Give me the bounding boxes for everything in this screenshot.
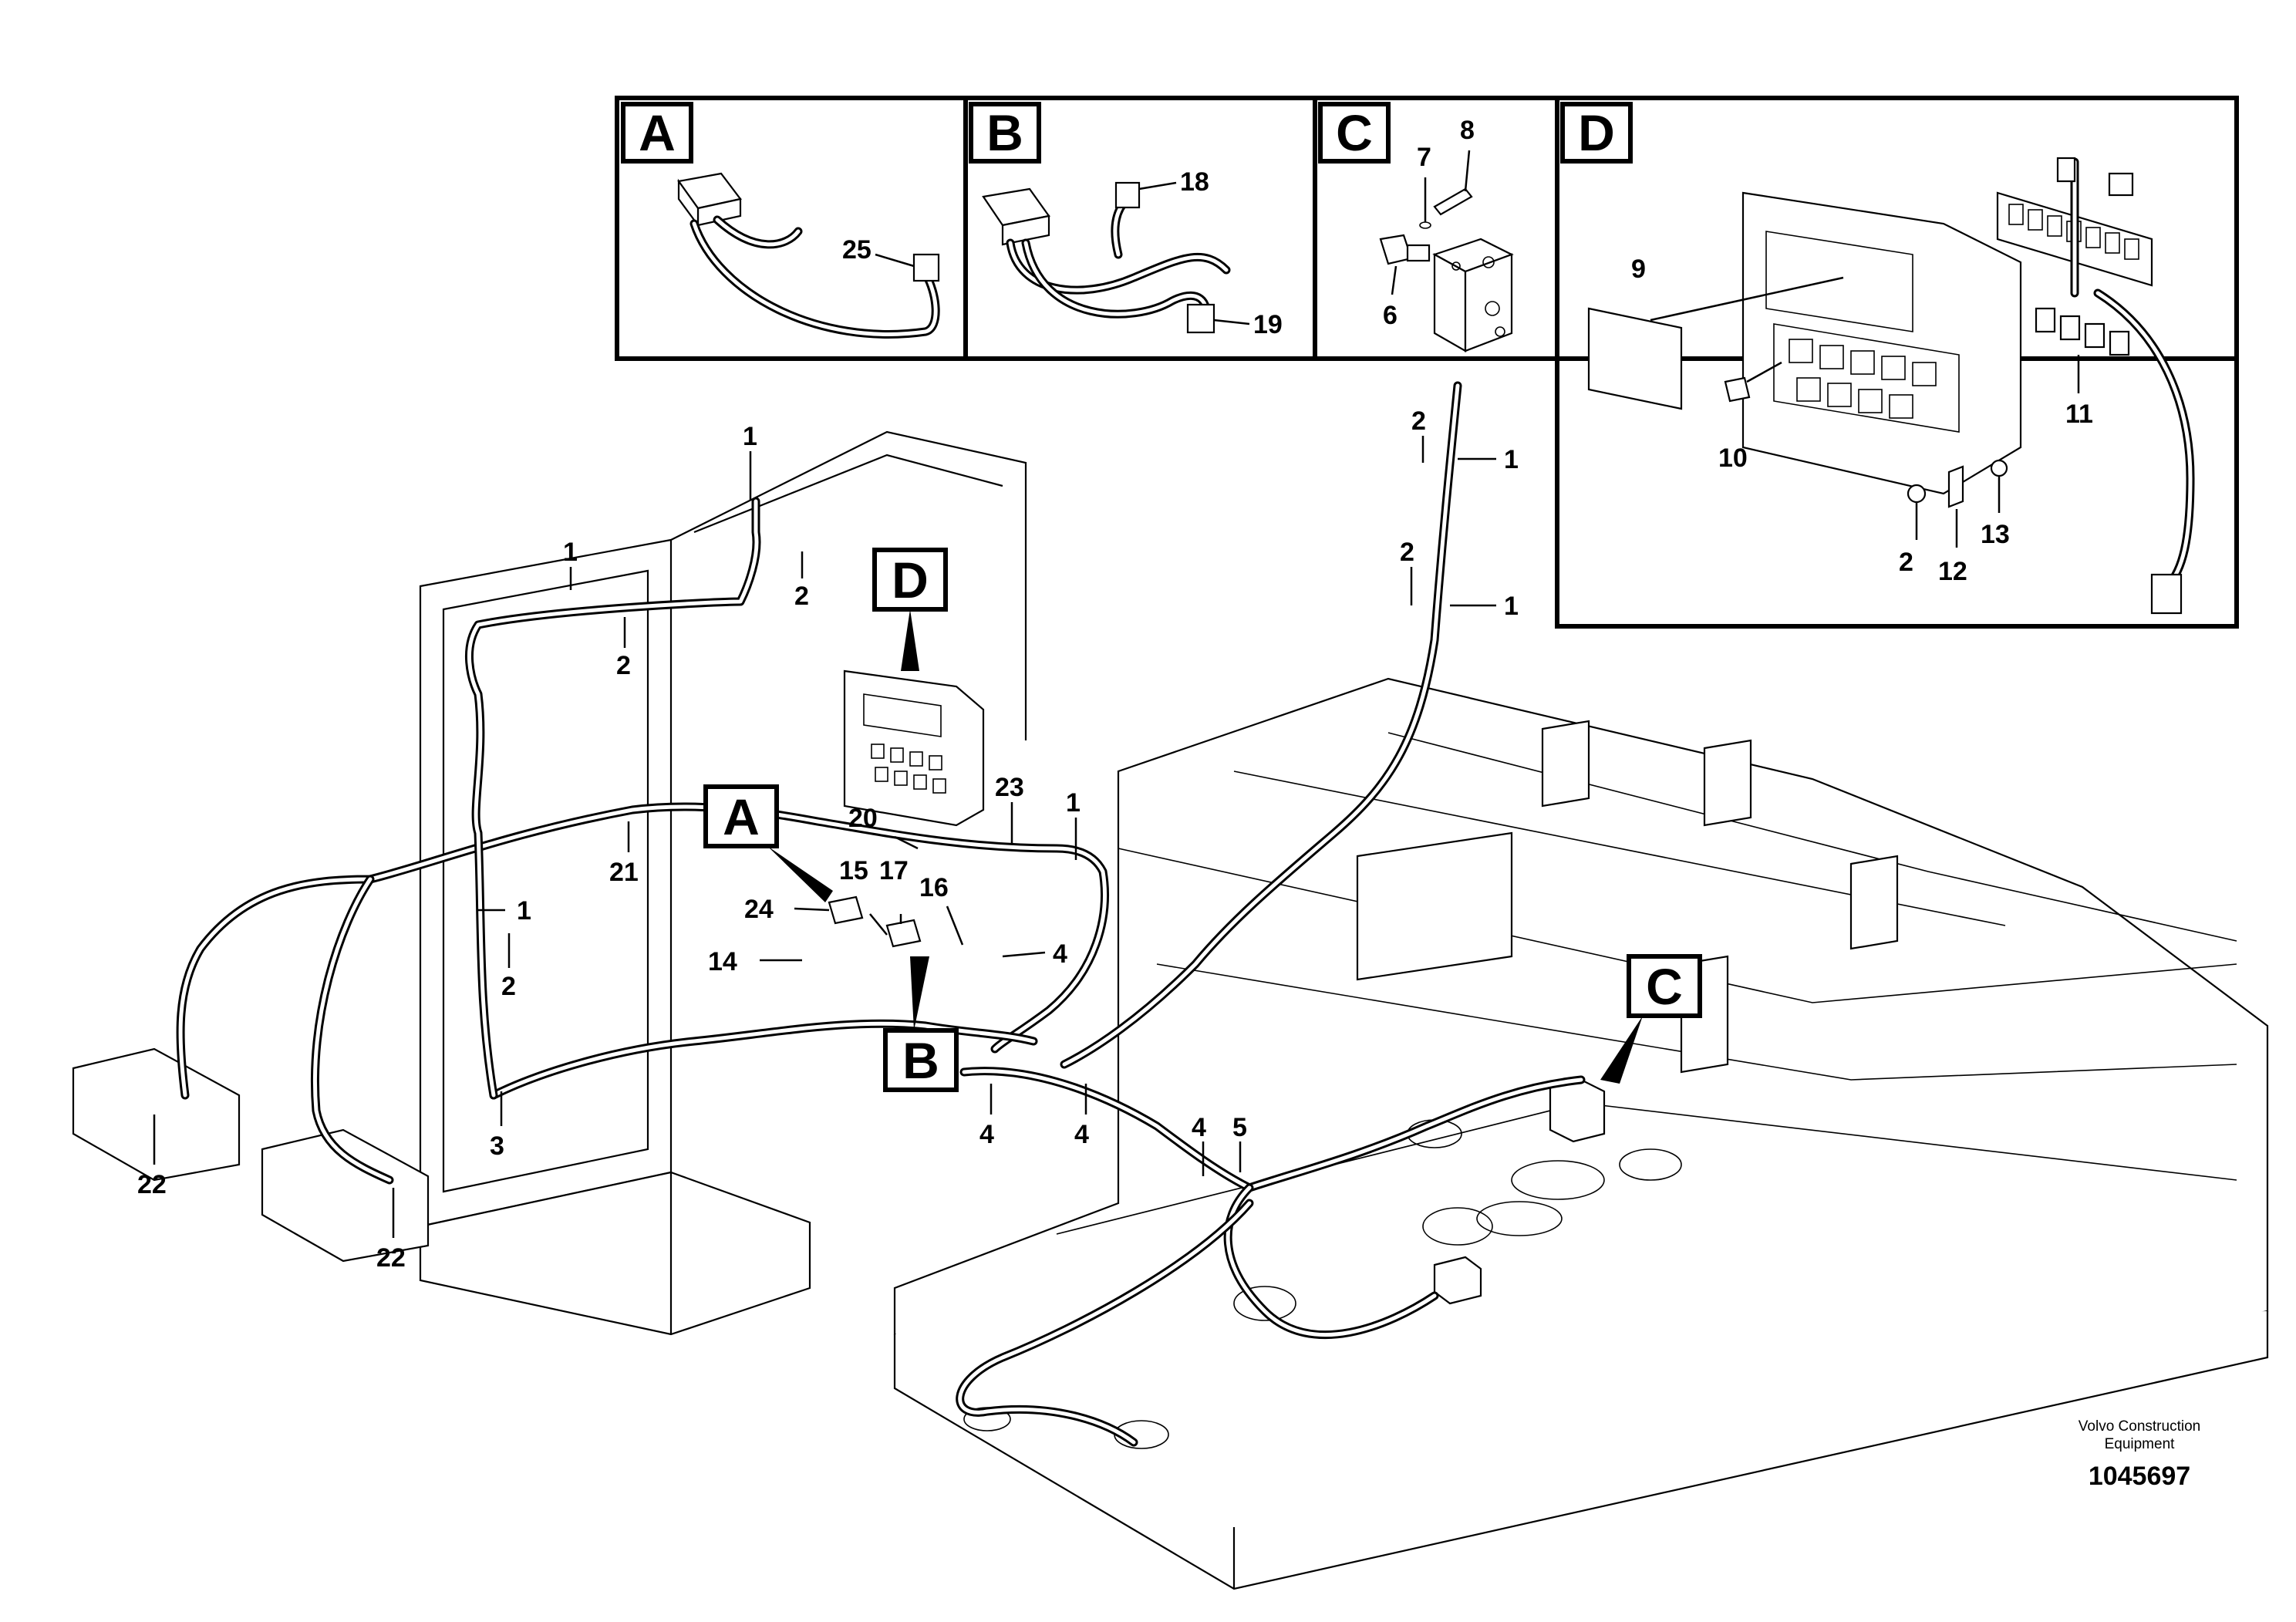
- detail-d-callout-12: 12: [1938, 557, 1967, 586]
- callout-17: 17: [879, 856, 909, 885]
- callout-1-cab: 1: [563, 538, 578, 567]
- callout-5: 5: [1232, 1113, 1247, 1142]
- callout-2-right-top: 2: [1411, 406, 1426, 436]
- detail-d-callout-9: 9: [1631, 255, 1646, 284]
- callout-14: 14: [708, 947, 737, 976]
- detail-c-letter: C: [1336, 104, 1373, 161]
- callout-1-side: 1: [517, 896, 531, 926]
- main-tag-a: A: [723, 788, 760, 845]
- detail-c-callout-6: 6: [1383, 301, 1397, 330]
- callout-4-left: 4: [979, 1120, 994, 1149]
- detail-a: A 25: [621, 102, 940, 339]
- callout-21: 21: [609, 858, 639, 887]
- drawing-footer: Volvo Construction Equipment 1045697: [2079, 1418, 2200, 1491]
- callout-1-mid: 1: [1066, 788, 1081, 818]
- callout-24: 24: [744, 895, 774, 924]
- callout-20: 20: [848, 804, 878, 833]
- callout-22-left: 22: [137, 1170, 167, 1199]
- detail-d-callout-2: 2: [1899, 548, 1913, 577]
- callout-1-right-top: 1: [1504, 445, 1519, 474]
- brand-line-2: Equipment: [2105, 1436, 2176, 1452]
- machine-frame: [72, 430, 2269, 1590]
- callout-4-mid: 4: [1074, 1120, 1089, 1149]
- detail-panels: [615, 96, 2239, 629]
- callout-4-right: 4: [1192, 1113, 1206, 1142]
- callout-1-top: 1: [743, 422, 757, 451]
- callout-15: 15: [839, 856, 868, 885]
- callout-2-upper: 2: [794, 582, 809, 611]
- callout-1-right-mid: 1: [1504, 592, 1519, 621]
- detail-d: D: [1560, 102, 2195, 615]
- wiring-harness: [176, 381, 1586, 1447]
- callout-3: 3: [490, 1131, 504, 1161]
- detail-d-callout-10: 10: [1718, 443, 1748, 473]
- detail-b-letter: B: [986, 104, 1023, 161]
- leader-lines: [153, 436, 1496, 1238]
- detail-a-callout-25: 25: [842, 235, 872, 265]
- drawing-number: 1045697: [2089, 1462, 2190, 1491]
- detail-b: B 18 19: [969, 102, 1283, 339]
- detail-d-callout-11: 11: [2065, 400, 2093, 429]
- detail-b-callout-18: 18: [1180, 167, 1209, 197]
- callout-16: 16: [919, 873, 949, 902]
- detail-b-callout-19: 19: [1253, 310, 1283, 339]
- callout-23: 23: [995, 773, 1024, 802]
- callout-2-lower: 2: [501, 972, 516, 1001]
- main-detail-tags: D A B C: [703, 548, 1702, 1092]
- main-tag-d: D: [892, 551, 929, 609]
- main-tag-b: B: [902, 1032, 939, 1089]
- callout-2-cab: 2: [616, 651, 631, 680]
- detail-c: C 8 7 6: [1318, 102, 1514, 352]
- detail-c-callout-7: 7: [1417, 143, 1431, 172]
- main-callouts: 1 1 2 2 2 1 1 2 22 22 3 21 24 15 17 16 1…: [137, 406, 1519, 1273]
- brand-line-1: Volvo Construction: [2079, 1418, 2200, 1435]
- callout-22-right: 22: [376, 1243, 406, 1273]
- detail-a-letter: A: [639, 104, 676, 161]
- main-tag-c: C: [1646, 958, 1683, 1015]
- callout-4-upper: 4: [1053, 939, 1067, 969]
- callout-2-right-mid: 2: [1400, 538, 1414, 567]
- detail-d-letter: D: [1578, 104, 1615, 161]
- detail-c-callout-8: 8: [1460, 116, 1475, 145]
- detail-d-callout-13: 13: [1981, 520, 2010, 549]
